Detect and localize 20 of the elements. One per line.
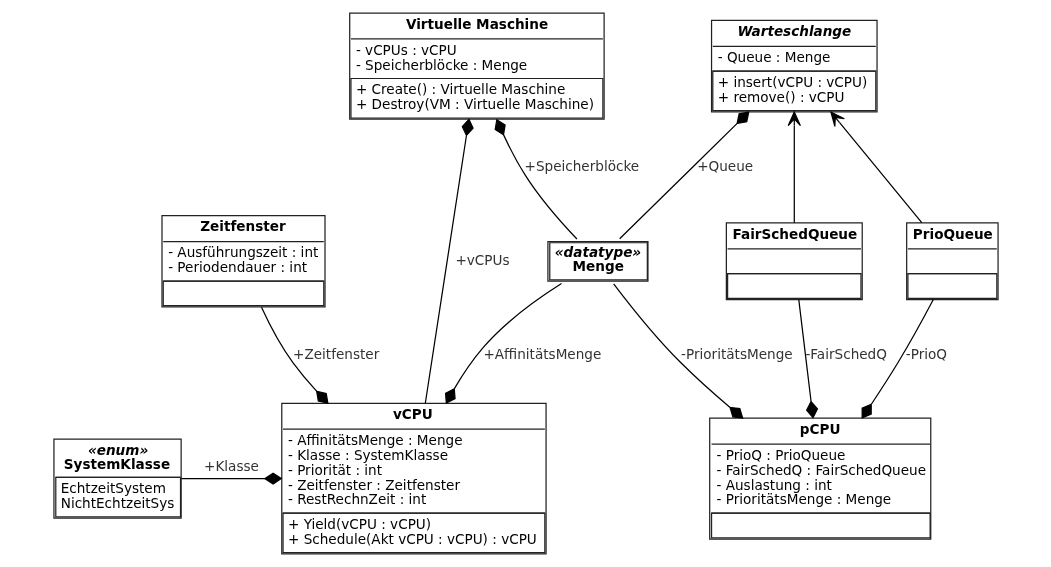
connector xyxy=(612,283,743,419)
edge-label: +vCPUs xyxy=(454,251,510,268)
arrow xyxy=(787,111,801,224)
edge-label: +Queue xyxy=(696,157,753,174)
connector xyxy=(180,472,282,485)
connector xyxy=(618,111,750,240)
connector xyxy=(797,299,818,419)
connector xyxy=(861,298,934,419)
edge-label: -FairSchedQ xyxy=(804,345,887,362)
edge-label: +Zeitfenster xyxy=(292,345,379,362)
edge-label: -PrioritätsMenge xyxy=(680,345,793,362)
connector xyxy=(260,306,329,404)
edge-label: +Klasse xyxy=(203,457,259,474)
edge-label: -PrioQ xyxy=(905,345,947,362)
edge-label: +AffinitätsMenge xyxy=(482,345,601,362)
connector xyxy=(424,118,474,404)
edge-label: +Speicherblöcke xyxy=(524,157,639,174)
connector xyxy=(494,118,577,240)
connector xyxy=(444,282,562,405)
arrow xyxy=(829,111,922,224)
